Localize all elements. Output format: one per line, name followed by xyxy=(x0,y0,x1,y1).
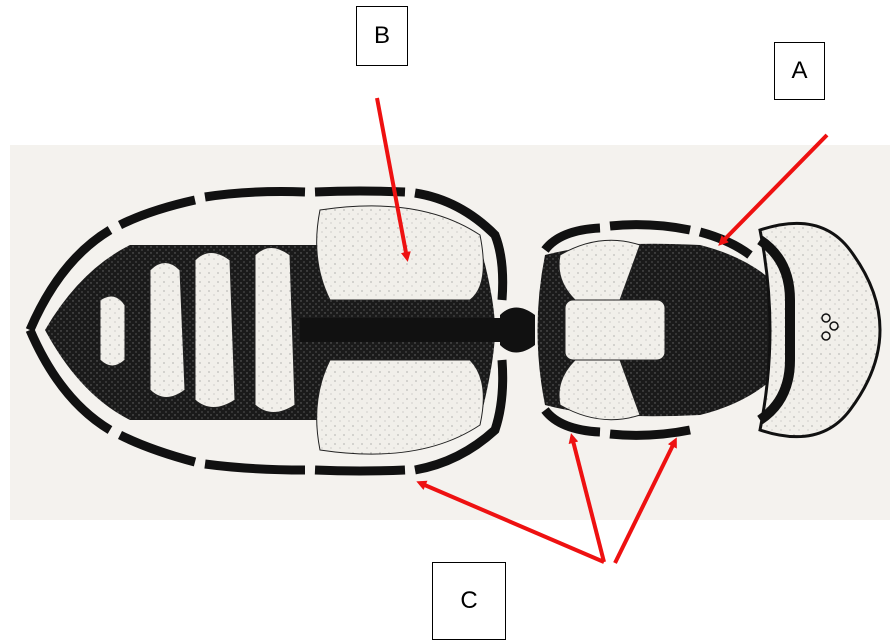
tracheal-trunk xyxy=(300,318,520,342)
label-a: A xyxy=(774,42,825,100)
waist xyxy=(500,308,535,353)
label-c: C xyxy=(432,562,506,640)
label-b: B xyxy=(356,6,408,66)
